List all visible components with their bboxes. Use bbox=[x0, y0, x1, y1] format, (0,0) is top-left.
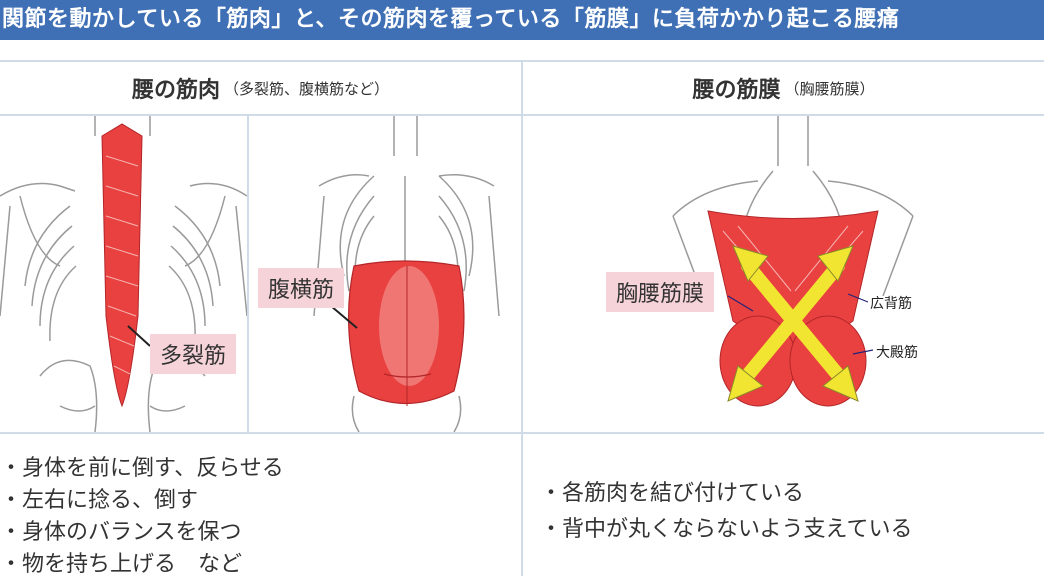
transverse-abdominis-illustration bbox=[249, 116, 521, 432]
multifidus-label: 多裂筋 bbox=[150, 334, 237, 374]
list-item: ・身体のバランスを保つ bbox=[0, 520, 242, 545]
list-item: ・各筋肉を結び付けている bbox=[540, 481, 805, 506]
left-heading: 腰の筋肉 （多裂筋、腹横筋など） bbox=[0, 62, 521, 114]
page-banner: 関節を動かしている「筋肉」と、その筋肉を覆っている「筋膜」に負荷かかり起こる腰痛 bbox=[0, 0, 1044, 40]
right-heading-main: 腰の筋膜 bbox=[692, 78, 781, 103]
gluteus-label: 大殿筋 bbox=[876, 345, 918, 361]
thoracolumbar-fascia-label: 胸腰筋膜 bbox=[606, 272, 715, 312]
grid-line-vertical-left bbox=[247, 116, 249, 432]
right-heading-sub: （胸腰筋膜） bbox=[784, 79, 875, 98]
list-item: ・背中が丸くならないよう支えている bbox=[540, 517, 913, 542]
left-bullet-list: ・身体を前に倒す、反らせる ・左右に捻る、倒す ・身体のバランスを保つ ・物を持… bbox=[0, 450, 284, 578]
grid-line-vertical-center bbox=[521, 60, 523, 576]
left-heading-sub: （多裂筋、腹横筋など） bbox=[224, 79, 390, 98]
transverse-abdominis-label: 腹横筋 bbox=[258, 268, 345, 308]
right-heading: 腰の筋膜 （胸腰筋膜） bbox=[523, 62, 1044, 114]
right-bullet-list: ・各筋肉を結び付けている ・背中が丸くならないよう支えている bbox=[540, 476, 912, 548]
thoracolumbar-fascia-illustration bbox=[523, 116, 1044, 432]
list-item: ・左右に捻る、倒す bbox=[0, 488, 199, 513]
multifidus-illustration bbox=[0, 116, 247, 432]
left-heading-main: 腰の筋肉 bbox=[131, 78, 220, 103]
list-item: ・身体を前に倒す、反らせる bbox=[0, 456, 284, 481]
list-item: ・物を持ち上げる など bbox=[0, 552, 243, 577]
latissimus-label: 広背筋 bbox=[870, 296, 912, 312]
